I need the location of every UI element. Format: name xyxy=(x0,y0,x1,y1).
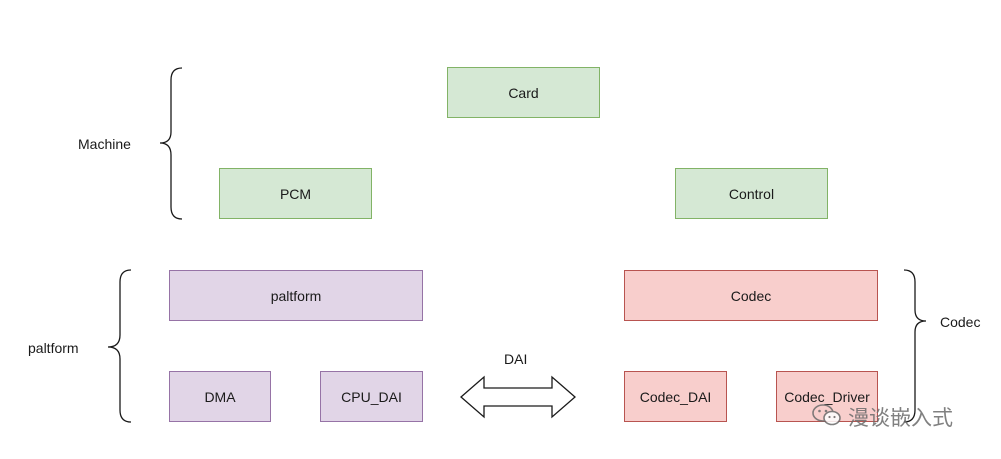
dai-double-arrow-icon xyxy=(460,375,576,419)
machine-brace xyxy=(159,67,183,220)
machine-group-label: Machine xyxy=(78,136,131,152)
codec-group-label: Codec xyxy=(940,314,981,330)
codec-dai-node: Codec_DAI xyxy=(624,371,727,422)
dma-node: DMA xyxy=(169,371,271,422)
codec-node: Codec xyxy=(624,270,878,321)
wechat-icon xyxy=(812,403,842,432)
codec-brace xyxy=(903,269,927,423)
watermark-text: 漫谈嵌入式 xyxy=(848,406,953,430)
card-node: Card xyxy=(447,67,600,118)
cpu-dai-node: CPU_DAI xyxy=(320,371,423,422)
watermark: 漫谈嵌入式 xyxy=(812,402,953,432)
platform-node: paltform xyxy=(169,270,423,321)
platform-brace xyxy=(107,269,132,423)
platform-group-label: paltform xyxy=(28,340,79,356)
control-node: Control xyxy=(675,168,828,219)
pcm-node: PCM xyxy=(219,168,372,219)
dai-link-label: DAI xyxy=(504,351,528,367)
